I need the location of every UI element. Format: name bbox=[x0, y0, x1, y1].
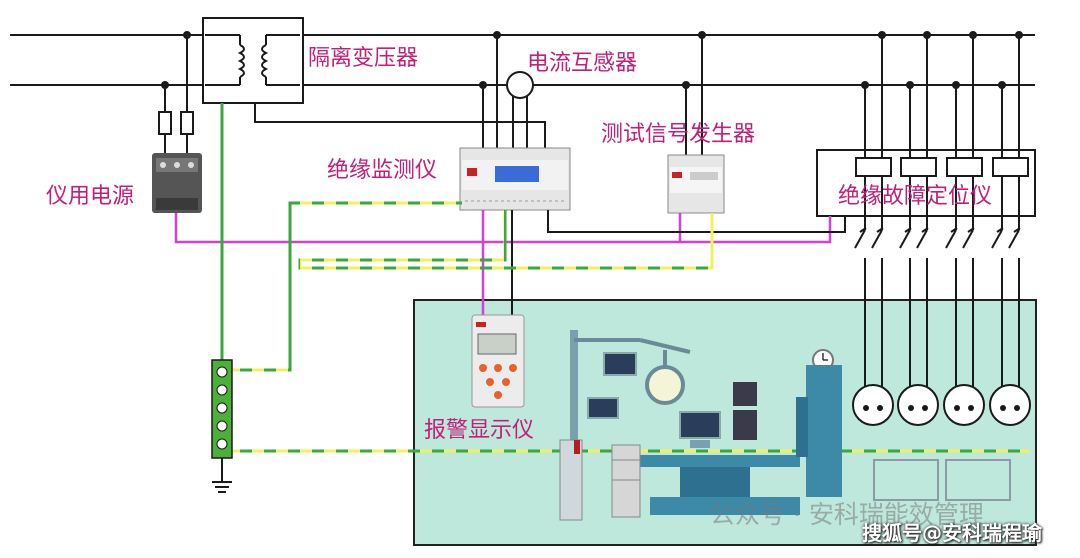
fuse-2 bbox=[180, 111, 194, 135]
xray-viewer-icon bbox=[733, 382, 757, 406]
current-transformer bbox=[506, 71, 534, 99]
instrument-power-supply bbox=[152, 153, 202, 213]
branch-feeders bbox=[864, 35, 1020, 158]
xray-viewer-2-icon bbox=[733, 410, 757, 440]
test-signal-generator-device bbox=[667, 154, 725, 214]
power-supply-feed bbox=[164, 35, 188, 155]
insulation-monitor-device bbox=[459, 147, 571, 211]
surgical-lamp-icon bbox=[570, 330, 691, 500]
label-isolation-transformer: 隔离变压器 bbox=[308, 46, 419, 71]
ct-leads bbox=[482, 35, 528, 148]
label-alarm-display: 报警显示仪 bbox=[424, 418, 535, 443]
side-monitor-icon bbox=[587, 397, 619, 419]
anesthesia-cart-icon bbox=[611, 444, 641, 518]
label-instrument-power: 仪用电源 bbox=[46, 184, 135, 209]
alarm-display-device bbox=[471, 314, 525, 408]
branch-lines-to-room bbox=[854, 176, 1021, 388]
monitor-feed-line bbox=[254, 103, 546, 148]
wall-monitor-icon bbox=[603, 352, 637, 376]
comm-wiring bbox=[511, 210, 846, 318]
ground-symbol-icon bbox=[212, 458, 232, 493]
branch-current-sensors bbox=[855, 157, 1029, 177]
ground-bus-bar bbox=[211, 359, 233, 459]
c-arm-column-icon bbox=[796, 365, 842, 497]
iv-stand-icon bbox=[559, 439, 583, 521]
label-test-signal-generator: 测试信号发生器 bbox=[601, 122, 756, 147]
label-fault-locator: 绝缘故障定位仪 bbox=[838, 184, 993, 209]
signal-generator-feed bbox=[685, 35, 703, 155]
isolation-transformer bbox=[202, 17, 304, 104]
label-current-transformer: 电流互感器 bbox=[527, 51, 638, 76]
operating-table-icon bbox=[640, 455, 800, 515]
wechat-watermark: 公众号 · 安科瑞能效管理 bbox=[710, 500, 984, 529]
label-insulation-monitor: 绝缘监测仪 bbox=[327, 158, 438, 183]
fuse-1 bbox=[158, 111, 172, 135]
sohu-watermark: 搜狐号@安科瑞程瑜 bbox=[862, 521, 1042, 545]
computer-cart-icon bbox=[679, 411, 721, 448]
socket-outlets bbox=[852, 384, 1031, 426]
signal-wiring bbox=[174, 210, 832, 318]
hospital-beds-icon bbox=[873, 459, 1011, 501]
